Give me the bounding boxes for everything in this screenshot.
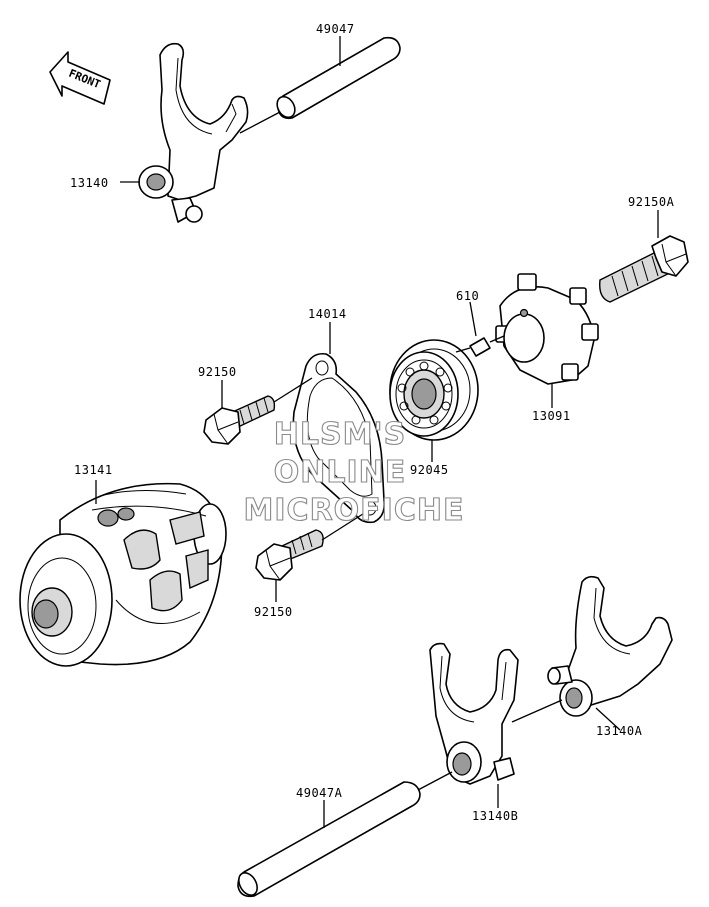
label-13140B: 13140B [472,809,518,823]
leader-bolt-to-plate [273,377,313,403]
leader-fork-b-to-fork-a [511,699,563,723]
bearing-92045 [389,339,479,441]
pin-610 [469,337,491,357]
leader-bolt2-to-plate [321,511,367,541]
label-13091: 13091 [532,409,571,423]
leader-13140A [595,707,621,731]
shift-cam-13091 [495,273,599,385]
watermark-line-2: ONLINE [274,455,407,490]
label-13141: 13141 [74,463,113,477]
watermark-line-3: MICROFICHE [244,493,465,528]
label-13140: 13140 [70,176,109,190]
shift-fork-13140B [429,642,519,785]
shift-drum-13141 [19,482,227,667]
shift-rod-49047 [276,36,401,120]
label-49047A: 49047A [296,786,343,800]
leader-bearing-to-pin [455,347,471,353]
label-92045: 92045 [410,463,449,477]
shift-fork-13140 [138,42,249,223]
front-arrow-icon: FRONT [49,51,111,105]
leader-610 [469,301,477,337]
bolt-92150-upper [203,395,276,445]
bolt-92150A [599,235,689,303]
watermark: HLSM'S ONLINE MICROFICHE [243,416,465,528]
label-92150-lower: 92150 [254,605,293,619]
shift-rod-49047A [237,781,421,898]
leader-pin-to-cam [489,335,505,343]
leader-rod-to-fork [239,111,281,134]
leader-rod-to-fork-b [417,771,453,791]
label-92150-upper: 92150 [198,365,237,379]
label-92150A: 92150A [628,195,675,209]
shift-fork-13140A [547,575,673,717]
bolt-92150-lower [255,529,324,581]
label-14014: 14014 [308,307,347,321]
label-13140A: 13140A [596,724,643,738]
label-49047: 49047 [316,22,355,36]
label-610: 610 [456,289,479,303]
plate-14014 [292,352,386,524]
watermark-line-1: HLSM'S [274,417,406,452]
